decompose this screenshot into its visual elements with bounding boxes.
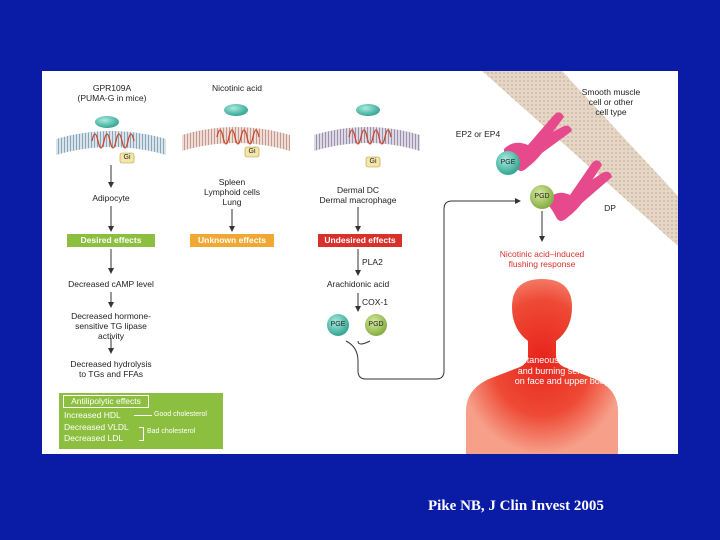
unknown-effects-box: Unknown effects <box>190 234 274 247</box>
pathway-connector <box>345 200 482 380</box>
ep-receptor-label: EP2 or EP4 <box>455 129 501 139</box>
cox1-label: COX-1 <box>362 297 388 307</box>
decreased-hydrolysis-label: Decreased hydrolysis to TGs and FFAs <box>70 359 152 379</box>
pgd-label-left: PGD <box>368 321 384 328</box>
decreased-vldl: Decreased VLDL <box>64 422 129 432</box>
increased-hdl: Increased HDL <box>64 410 121 420</box>
decreased-ldl: Decreased LDL <box>64 433 124 443</box>
receptor-coil-3 <box>348 129 392 145</box>
pge-molecule-left <box>327 314 349 336</box>
nicotinic-acid-ligand-1 <box>95 116 119 128</box>
gi-label-3: Gi <box>369 158 377 165</box>
good-cholesterol-note: Good cholesterol <box>154 411 207 418</box>
dp-receptor <box>548 160 612 221</box>
nicotinic-acid-label: Nicotinic acid <box>211 83 263 93</box>
pge-label-right: PGE <box>500 159 516 166</box>
decreased-lipase-label: Decreased hormone- sensitive TG lipase a… <box>71 311 151 341</box>
pla2-label: PLA2 <box>362 257 383 267</box>
dermal-label: Dermal DC Dermal macrophage <box>319 185 397 205</box>
diagram-panel: GPR109A (PUMA-G in mice) Nicotinic acid … <box>42 71 678 454</box>
antilipolytic-effects-box: Antilipolytic effects Increased HDL Good… <box>59 393 223 449</box>
undesired-effects-box: Undesired effects <box>318 234 402 247</box>
pathway-graphics <box>56 71 678 454</box>
pgd-label-right: PGD <box>534 193 550 200</box>
cutaneous-vasodilation-label: Cutaneous vasodilation and burning sensa… <box>514 355 610 386</box>
citation: Pike NB, J Clin Invest 2005 <box>428 498 604 514</box>
nicotinic-acid-ligand-3 <box>356 104 380 116</box>
pge-label-left: PGE <box>330 321 346 328</box>
pge-molecule-right <box>496 151 520 175</box>
smooth-muscle-membrane <box>482 71 678 246</box>
bad-cholesterol-note: Bad cholesterol <box>147 428 196 435</box>
gpr109a-label: GPR109A (PUMA-G in mice) <box>77 83 147 103</box>
ep-receptor <box>504 112 572 171</box>
dp-receptor-label: DP <box>604 203 616 213</box>
adipocyte-label: Adipocyte <box>92 193 130 203</box>
desired-effects-box: Desired effects <box>67 234 155 247</box>
gi-label-2: Gi <box>248 148 256 155</box>
receptor-coil-2 <box>216 129 260 145</box>
smooth-muscle-label: Smooth muscle cell or other cell type <box>581 87 641 117</box>
gi-label-1: Gi <box>123 154 131 161</box>
arachidonic-acid-label: Arachidonic acid <box>326 279 390 289</box>
receptor-coil-1 <box>91 133 135 149</box>
pgd-molecule-right <box>530 185 554 209</box>
pgd-molecule-left <box>365 314 387 336</box>
flushing-response-label: Nicotinic acid–induced flushing response <box>499 249 585 269</box>
spleen-label: Spleen Lymphoid cells Lung <box>204 177 260 207</box>
decreased-camp-label: Decreased cAMP level <box>68 279 154 289</box>
nicotinic-acid-ligand-2 <box>224 104 248 116</box>
human-figure <box>466 279 618 454</box>
antilipolytic-title: Antilipolytic effects <box>63 395 149 408</box>
